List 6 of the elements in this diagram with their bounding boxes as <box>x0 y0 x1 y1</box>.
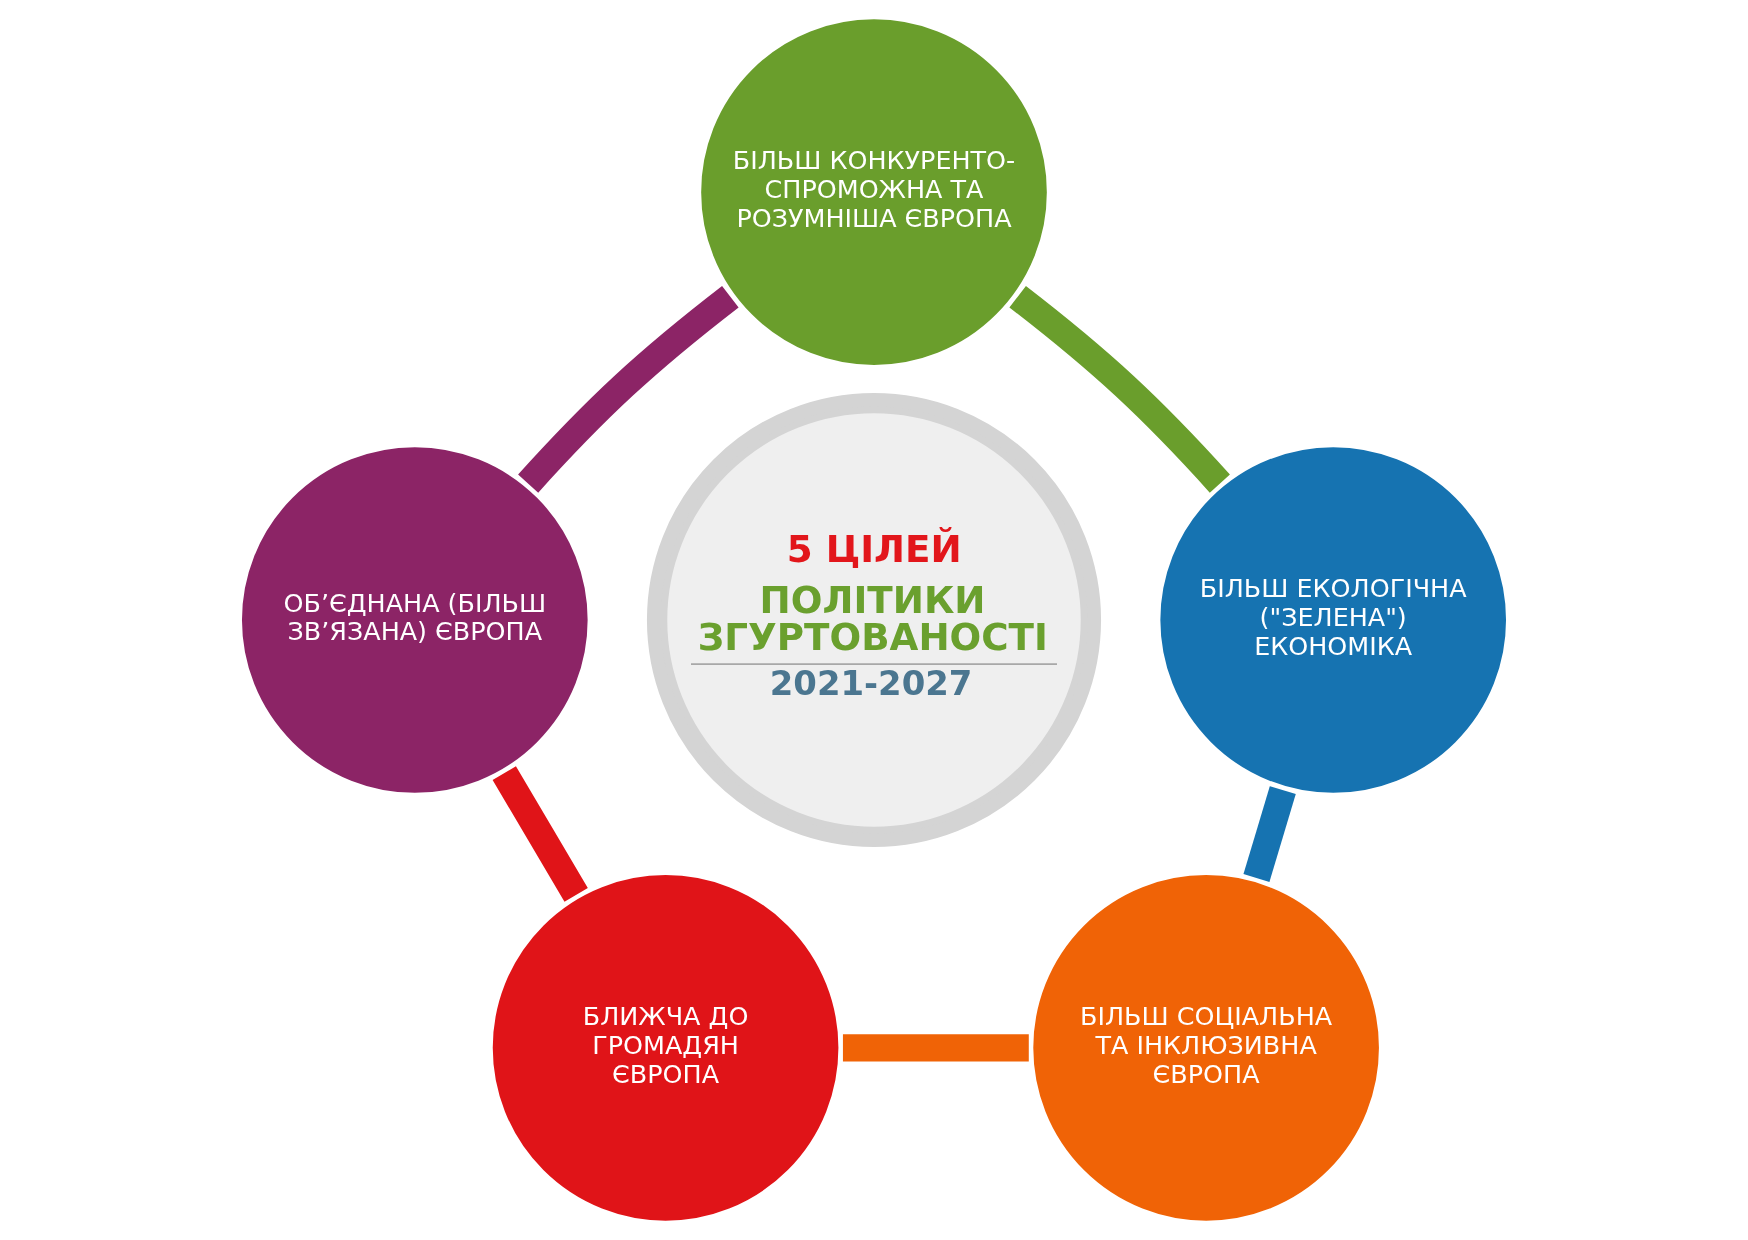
connector <box>1009 286 1230 493</box>
node-circle: 5 ЦІЛЕЙ ПОЛІТИКИ ЗГУРТОВАНОСТІ 2021-2027 <box>646 392 1102 848</box>
connector <box>518 286 739 493</box>
connector <box>842 1034 1029 1062</box>
connector <box>492 766 588 902</box>
connector <box>1243 786 1296 882</box>
